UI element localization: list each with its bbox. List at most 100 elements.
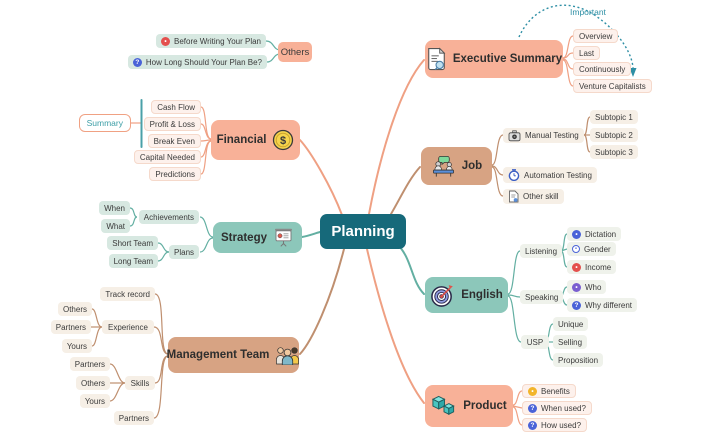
relationship-label[interactable]: Important	[570, 7, 606, 17]
subtopic-why-different[interactable]: ? Why different	[567, 298, 637, 312]
purple-dot-marker-icon[interactable]: •	[572, 282, 581, 292]
subtopic-other-skill[interactable]: Other skill	[503, 189, 564, 204]
stopwatch-icon	[508, 169, 520, 181]
subtopic-experience-others[interactable]: Others	[57, 302, 92, 316]
subtopic-label: When	[104, 203, 125, 213]
subtopic-before-writing-your-plan[interactable]: • Before Writing Your Plan	[155, 34, 266, 48]
subtopic-what[interactable]: What	[101, 219, 130, 233]
subtopic-label: Why different	[585, 300, 632, 310]
subtopic-label: How used?	[541, 420, 582, 430]
subtopic-selling[interactable]: Selling	[553, 335, 588, 349]
topic-others-label: Others	[280, 46, 310, 58]
subtopic-label: Subtopic 1	[595, 112, 633, 122]
topic-strategy-label: Strategy	[220, 231, 268, 244]
blue-dot-marker-icon[interactable]: •	[572, 229, 581, 239]
topic-others[interactable]: Others	[278, 42, 312, 62]
central-topic-planning[interactable]: Planning	[320, 214, 406, 249]
subtopic-how-long-should-your-plan-be[interactable]: ? How Long Should Your Plan Be?	[127, 55, 267, 69]
subtopic-automation-testing[interactable]: Automation Testing	[503, 167, 597, 183]
subtopic-speaking[interactable]: Speaking	[520, 290, 564, 304]
subtopic-cash-flow[interactable]: Cash Flow	[151, 100, 201, 114]
subtopic-skills-others[interactable]: Others	[75, 376, 110, 390]
subtopic-track-record[interactable]: Track record	[100, 287, 155, 301]
subtopic-label: Break Even	[153, 136, 195, 146]
subtopic-long-team[interactable]: Long Team	[108, 254, 158, 268]
subtopic-label: Benefits	[541, 386, 570, 396]
subtopic-overview[interactable]: Overview	[573, 29, 619, 43]
subtopic-gender[interactable]: • Gender	[567, 242, 616, 256]
subtopic-capital-needed[interactable]: Capital Needed	[133, 150, 201, 164]
topic-job-label: Job	[461, 160, 483, 172]
subtopic-skills-partners[interactable]: Partners	[69, 357, 110, 371]
topic-english-label: English	[461, 289, 503, 301]
subtopic-manual-testing[interactable]: Manual Testing	[503, 128, 584, 143]
subtopic-achievements[interactable]: Achievements	[138, 210, 199, 224]
topic-english[interactable]: English	[425, 277, 508, 313]
subtopic-label: Short Team	[112, 238, 153, 248]
topic-financial[interactable]: Financial $	[211, 120, 300, 160]
subtopic-label: Gender	[584, 244, 611, 254]
question-marker-icon[interactable]: ?	[132, 57, 142, 67]
subtopic-when-used[interactable]: ? When used?	[522, 401, 592, 415]
subtopic-dictation[interactable]: • Dictation	[567, 227, 622, 241]
subtopic-profit-loss[interactable]: Profit & Loss	[143, 117, 201, 131]
subtopic-label: Before Writing Your Plan	[173, 36, 261, 46]
subtopic-partners[interactable]: Partners	[113, 411, 154, 425]
subtopic-experience-partners[interactable]: Partners	[50, 320, 91, 334]
subtopic-income[interactable]: • Income	[567, 260, 617, 274]
yellow-dot-marker-icon[interactable]: •	[528, 386, 537, 396]
subtopic-skills[interactable]: Skills	[125, 376, 155, 390]
subtopic-subtopic-3[interactable]: Subtopic 3	[590, 145, 638, 159]
subtopic-subtopic-1[interactable]: Subtopic 1	[590, 110, 638, 124]
subtopic-plans[interactable]: Plans	[169, 245, 199, 259]
topic-financial-label: Financial	[216, 134, 267, 146]
subtopic-label: Listening	[525, 246, 558, 256]
topic-product[interactable]: Product	[425, 385, 513, 427]
subtopic-label: Venture Capitalists	[579, 81, 646, 91]
subtopic-usp[interactable]: USP	[521, 335, 549, 349]
subtopic-label: Who	[585, 282, 602, 292]
robot-camera-icon	[508, 129, 521, 142]
subtopic-label: USP	[526, 337, 544, 347]
subtopic-last[interactable]: Last	[573, 46, 601, 60]
red-dot-marker-icon[interactable]: •	[572, 262, 581, 272]
svg-text:$: $	[280, 135, 286, 147]
subtopic-venture-capitalists[interactable]: Venture Capitalists	[573, 79, 652, 93]
summary-label: Summary	[86, 118, 123, 128]
topic-management-team[interactable]: Management Team	[166, 337, 300, 373]
subtopic-label: Predictions	[155, 169, 195, 179]
subtopic-subtopic-2[interactable]: Subtopic 2	[590, 128, 638, 142]
subtopic-who[interactable]: • Who	[567, 280, 607, 294]
subtopic-label: Unique	[558, 319, 584, 329]
topic-executive-summary[interactable]: Executive Summary	[425, 40, 563, 78]
subtopic-how-used[interactable]: ? How used?	[522, 418, 588, 432]
subtopic-label: What	[106, 221, 125, 231]
summary-node[interactable]: Summary	[78, 114, 131, 132]
red-dot-marker-icon[interactable]: •	[160, 36, 170, 46]
blue-ring-marker-icon[interactable]: •	[572, 245, 580, 253]
topic-job[interactable]: Job	[421, 147, 492, 185]
topic-product-label: Product	[463, 400, 507, 412]
cubes-icon	[431, 395, 457, 418]
subtopic-break-even[interactable]: Break Even	[147, 134, 201, 148]
subtopic-predictions[interactable]: Predictions	[149, 167, 201, 181]
subtopic-skills-yours[interactable]: Yours	[79, 394, 110, 408]
subtopic-listening[interactable]: Listening	[520, 244, 563, 258]
question-marker-icon[interactable]: ?	[572, 300, 581, 310]
subtopic-label: Dictation	[585, 229, 617, 239]
subtopic-continuously[interactable]: Continuously	[573, 62, 632, 76]
subtopic-label: Long Team	[113, 256, 153, 266]
topic-strategy[interactable]: Strategy	[213, 222, 302, 253]
subtopic-unique[interactable]: Unique	[553, 317, 589, 331]
subtopic-when[interactable]: When	[99, 201, 130, 215]
subtopic-label: Subtopic 3	[595, 147, 633, 157]
question-marker-icon[interactable]: ?	[528, 403, 537, 413]
subtopic-experience[interactable]: Experience	[102, 320, 154, 334]
subtopic-label: Other skill	[523, 192, 559, 201]
topic-management-team-label: Management Team	[166, 349, 270, 361]
subtopic-benefits[interactable]: • Benefits	[522, 384, 576, 398]
subtopic-proposition[interactable]: Proposition	[553, 353, 604, 367]
question-marker-icon[interactable]: ?	[528, 420, 537, 430]
subtopic-experience-yours[interactable]: Yours	[61, 339, 92, 353]
subtopic-short-team[interactable]: Short Team	[107, 236, 158, 250]
